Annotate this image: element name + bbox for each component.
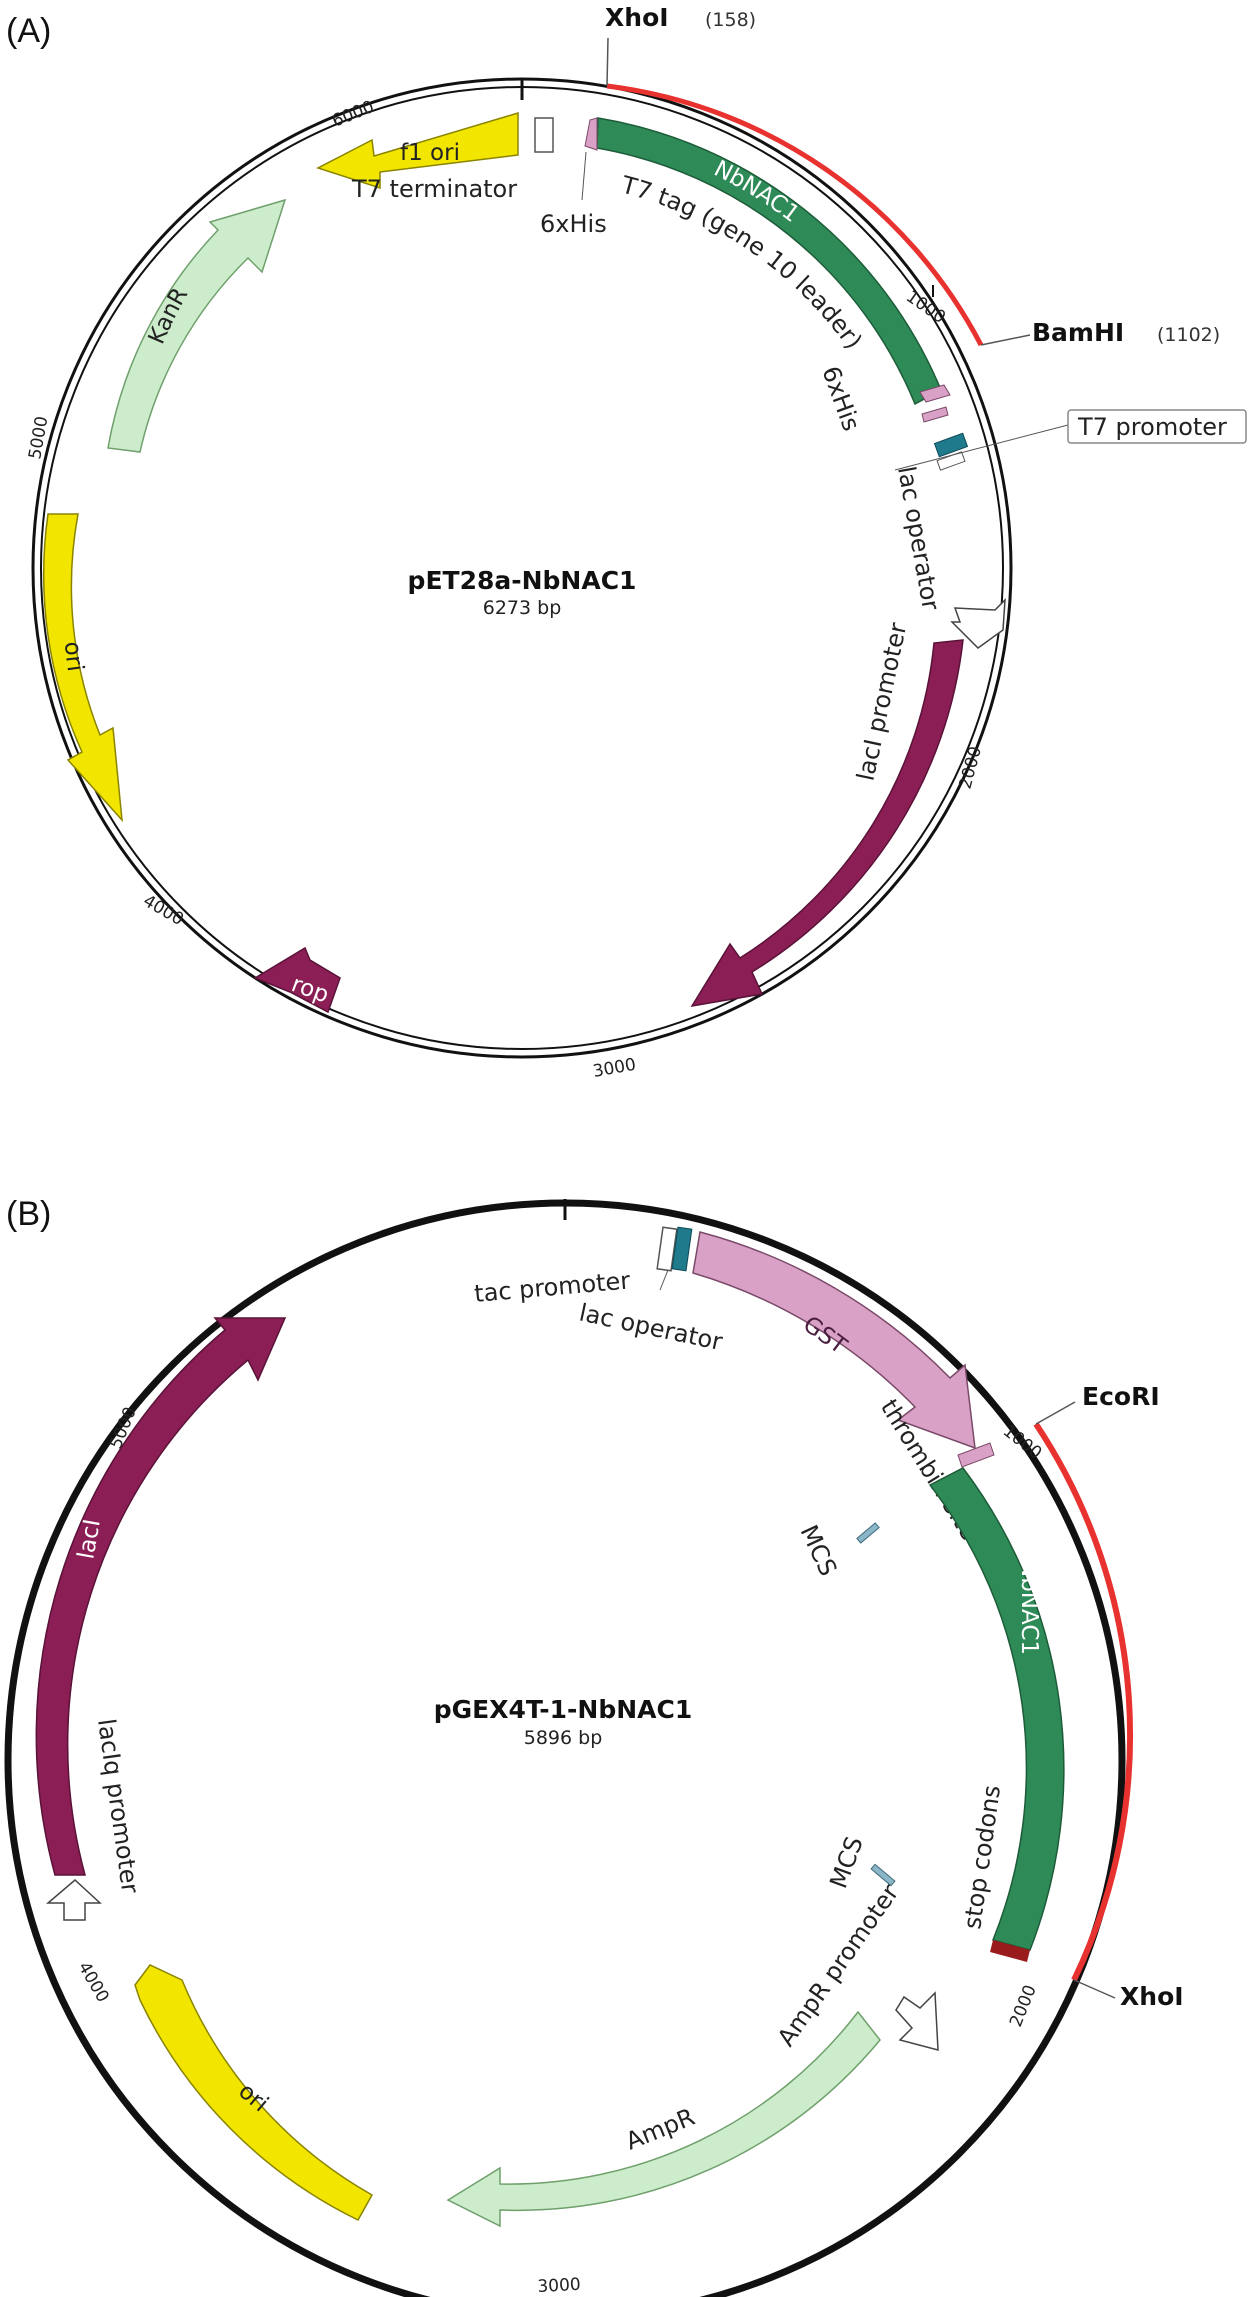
backbone-b	[4, 1199, 1126, 2297]
t7-promoter-label: T7 promoter	[1077, 413, 1227, 441]
f1-ori-label: f1 ori	[400, 140, 460, 166]
ecori-leader	[1035, 1401, 1076, 1425]
ampr-feature	[446, 2010, 881, 2228]
his6-tag-second	[919, 384, 951, 403]
t7-terminator-box	[534, 117, 554, 153]
laciq-promoter-arrow	[45, 1878, 102, 1921]
tick-6000: 6000	[329, 97, 377, 132]
laci-feature-b	[35, 1317, 287, 1876]
ori-label-a: ori	[59, 640, 88, 673]
tick-3000: 3000	[591, 1055, 637, 1082]
backbone-outer	[31, 77, 1013, 1059]
xhoi-site-label-b: XhoI	[1120, 1982, 1184, 2011]
his6-label-a: 6xHis	[540, 210, 607, 238]
tick-b-4000: 4000	[74, 1959, 113, 2006]
mcs-marker-1	[856, 1522, 880, 1544]
mcs-label-2: MCS	[824, 1833, 868, 1892]
tac-promoter-label: tac promoter	[473, 1266, 631, 1308]
laci-feature	[690, 639, 964, 1008]
xhoi-leader-b	[1073, 1979, 1116, 1999]
panel-b: (B) EcoRI XhoI 1000 2000 3000 4000 5000 …	[4, 1195, 1184, 2297]
lac-operator-label: lac operator	[892, 464, 945, 612]
laci-label: lacI	[934, 899, 971, 945]
ori-feature-a	[42, 513, 123, 823]
plasmid-a-size: 6273 bp	[483, 597, 562, 619]
ori-feature-b	[134, 1964, 374, 2221]
rop-feature	[253, 946, 341, 1014]
t7-promoter-leader	[894, 424, 1069, 471]
tick-2000: 2000	[956, 744, 987, 791]
nbnac1-label-b: NbNAC1	[1016, 1560, 1042, 1655]
mcs-label-1: MCS	[795, 1521, 843, 1581]
bamhi-position: (1102)	[1157, 324, 1220, 346]
stop-codons-label: stop codons	[958, 1783, 1006, 1930]
laci-promoter-arrow	[950, 598, 1006, 649]
panel-a: (A) XhoI (158) BamHI (1102) 1000 2000 30…	[6, 3, 1247, 1082]
bamhi-site-label: BamHI	[1032, 318, 1124, 347]
t7-promoter-box	[1067, 409, 1247, 444]
insert-arc	[606, 83, 984, 347]
xhoi-position: (158)	[705, 9, 756, 31]
tick-b-3000: 3000	[537, 2275, 581, 2297]
tick-4000: 4000	[140, 891, 187, 930]
f1-ori-feature	[316, 111, 519, 190]
his6-label-b: 6xHis	[816, 362, 865, 434]
xhoi-site-label: XhoI	[605, 3, 669, 32]
t7-terminator-label: T7 terminator	[351, 175, 517, 203]
lac-operator-marker-b	[671, 1226, 693, 1272]
panel-a-label: (A)	[6, 12, 51, 50]
bamhi-leader	[980, 334, 1031, 346]
insert-arc-b	[1033, 1422, 1134, 1982]
ampr-promoter-arrow	[895, 1991, 939, 2051]
his6-a-leader	[581, 151, 587, 201]
plasmid-b-title: pGEX4T-1-NbNAC1	[434, 1695, 693, 1724]
mcs-marker-2	[870, 1863, 896, 1887]
lac-operator-label-b: lac operator	[577, 1298, 725, 1356]
xhoi-leader	[606, 37, 609, 87]
ampr-promoter-label: AmpR promoter	[772, 1879, 904, 2051]
t7-promoter-marker	[933, 432, 969, 458]
stop-codon-marker	[990, 1940, 1030, 1962]
kanr-feature	[107, 198, 287, 453]
plasmid-a-title: pET28a-NbNAC1	[408, 566, 637, 595]
thrombin-marker	[957, 1442, 995, 1468]
tick-b-2000: 2000	[1006, 1982, 1041, 2030]
gst-feature	[692, 1231, 976, 1450]
t7-tag-marker	[921, 406, 949, 423]
nbnac1-feature-b	[928, 1467, 1065, 1951]
laciq-promoter-label: lacIq promoter	[92, 1717, 144, 1895]
tac-leader	[659, 1269, 669, 1291]
laci-promoter-label: lacI promoter	[851, 620, 912, 783]
panel-b-label: (B)	[6, 1195, 51, 1233]
plasmid-b-size: 5896 bp	[524, 1727, 603, 1749]
ecori-site-label: EcoRI	[1082, 1382, 1160, 1411]
tac-promoter-marker	[656, 1226, 678, 1272]
tick-5000: 5000	[25, 415, 52, 461]
his6-tag-top	[584, 117, 598, 151]
